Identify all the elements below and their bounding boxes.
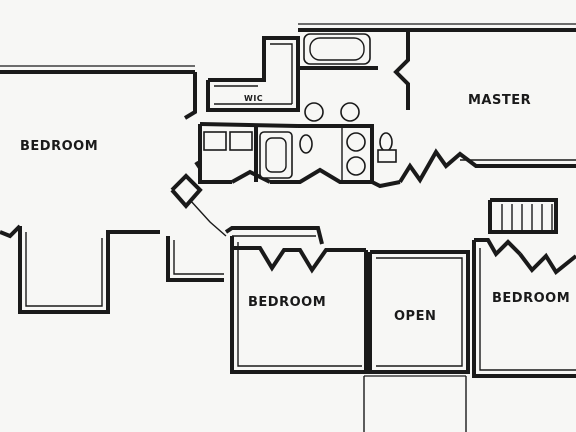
sink-icon xyxy=(346,156,366,176)
sink-icon xyxy=(340,102,360,122)
toilet-icon xyxy=(299,134,313,154)
room-label-open: OPEN xyxy=(394,309,436,324)
room-label-master: MASTER xyxy=(468,93,531,108)
room-label-bedroom-left: BEDROOM xyxy=(20,139,98,154)
bathtub-inner xyxy=(265,137,287,173)
toilet-icon xyxy=(379,132,393,152)
sink-icon xyxy=(203,131,227,151)
master-tub-icon xyxy=(303,33,371,65)
walk-in-closet xyxy=(206,36,300,112)
open-area-walls xyxy=(363,250,470,432)
sink-icon xyxy=(346,132,366,152)
room-label-wic: WIC xyxy=(244,94,263,103)
middle-bedroom-walls xyxy=(230,236,368,374)
left-bedroom-walls xyxy=(0,65,224,314)
shower-icon xyxy=(377,149,397,163)
stairs-icon xyxy=(488,198,558,234)
bathtub-icon xyxy=(259,131,293,179)
room-label-bedroom-middle: BEDROOM xyxy=(248,295,326,310)
sink-icon xyxy=(304,102,324,122)
hallway xyxy=(170,173,324,245)
room-label-bedroom-right: BEDROOM xyxy=(492,291,570,306)
bathroom-block xyxy=(198,122,374,184)
sink-icon xyxy=(229,131,253,151)
right-bedroom-walls xyxy=(472,238,576,378)
master-suite-walls xyxy=(298,23,576,189)
